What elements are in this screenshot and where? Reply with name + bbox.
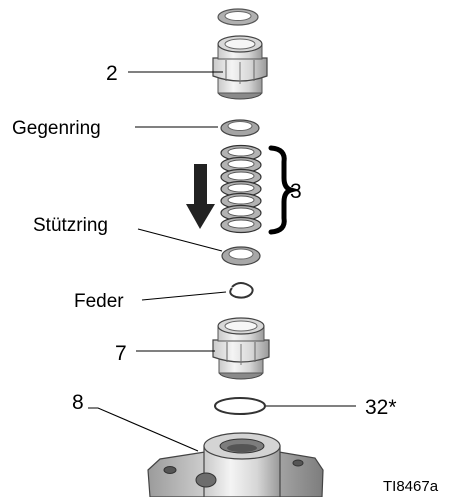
packing-ring-bore bbox=[227, 183, 255, 193]
figure-id: TI8467a bbox=[383, 478, 439, 495]
callout-7: 7 bbox=[115, 342, 127, 365]
callout-gegenring: Gegenring bbox=[12, 118, 101, 139]
leader-stuetzring bbox=[137, 228, 223, 252]
gland-nut bbox=[212, 35, 268, 100]
callout-8: 8 bbox=[72, 391, 84, 414]
packing-ring-bore bbox=[227, 147, 255, 157]
callout-3: 3 bbox=[290, 180, 302, 203]
packing-brace bbox=[268, 145, 301, 235]
callout-feder: Feder bbox=[74, 291, 124, 312]
o-ring-seal bbox=[214, 397, 266, 415]
leader-feder bbox=[141, 291, 227, 301]
v-packing-stack bbox=[220, 144, 262, 234]
top-o-ring bbox=[217, 8, 259, 26]
packing-ring-bore bbox=[227, 219, 255, 229]
callout-stuetzring: Stützring bbox=[33, 215, 108, 236]
direction-arrow-icon bbox=[186, 164, 215, 229]
male-adapter-ring bbox=[221, 246, 261, 266]
callout-32: 32* bbox=[365, 396, 397, 419]
packing-ring-bore bbox=[227, 207, 255, 217]
housing-body bbox=[147, 432, 324, 497]
leader-8 bbox=[88, 407, 199, 452]
callout-2: 2 bbox=[106, 62, 118, 85]
packing-ring-bore bbox=[227, 171, 255, 181]
spring bbox=[229, 282, 254, 299]
female-adapter-ring bbox=[220, 119, 260, 137]
packing-ring-bore bbox=[227, 195, 255, 205]
packing-ring-bore bbox=[227, 159, 255, 169]
lower-nut bbox=[212, 317, 270, 380]
